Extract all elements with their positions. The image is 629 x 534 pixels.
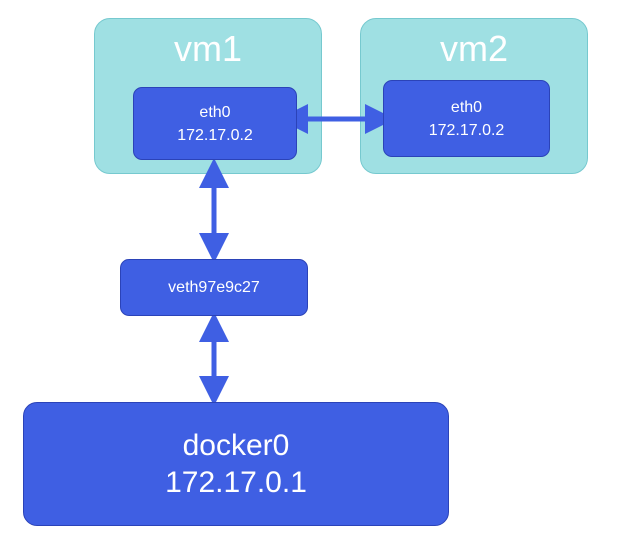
vm2-title: vm2 (439, 28, 508, 69)
vm2-eth0-name: eth0 (450, 98, 483, 116)
vm1-eth0-ip: 172.17.0.2 (177, 126, 253, 144)
vm1-title: vm1 (173, 28, 242, 69)
docker0-ip: 172.17.0.1 (165, 466, 307, 499)
veth-name: veth97e9c27 (168, 279, 260, 296)
vm1-eth0-node: eth0 172.17.0.2 (133, 87, 297, 160)
vm1-eth0-name: eth0 (199, 103, 231, 121)
docker0-node: docker0 172.17.0.1 (23, 402, 449, 526)
veth-node: veth97e9c27 (120, 259, 308, 316)
docker0-name: docker0 (182, 429, 290, 462)
vm2-eth0-node: eth0 172.17.0.2 (383, 80, 550, 157)
vm2-eth0-ip: 172.17.0.2 (428, 121, 505, 139)
